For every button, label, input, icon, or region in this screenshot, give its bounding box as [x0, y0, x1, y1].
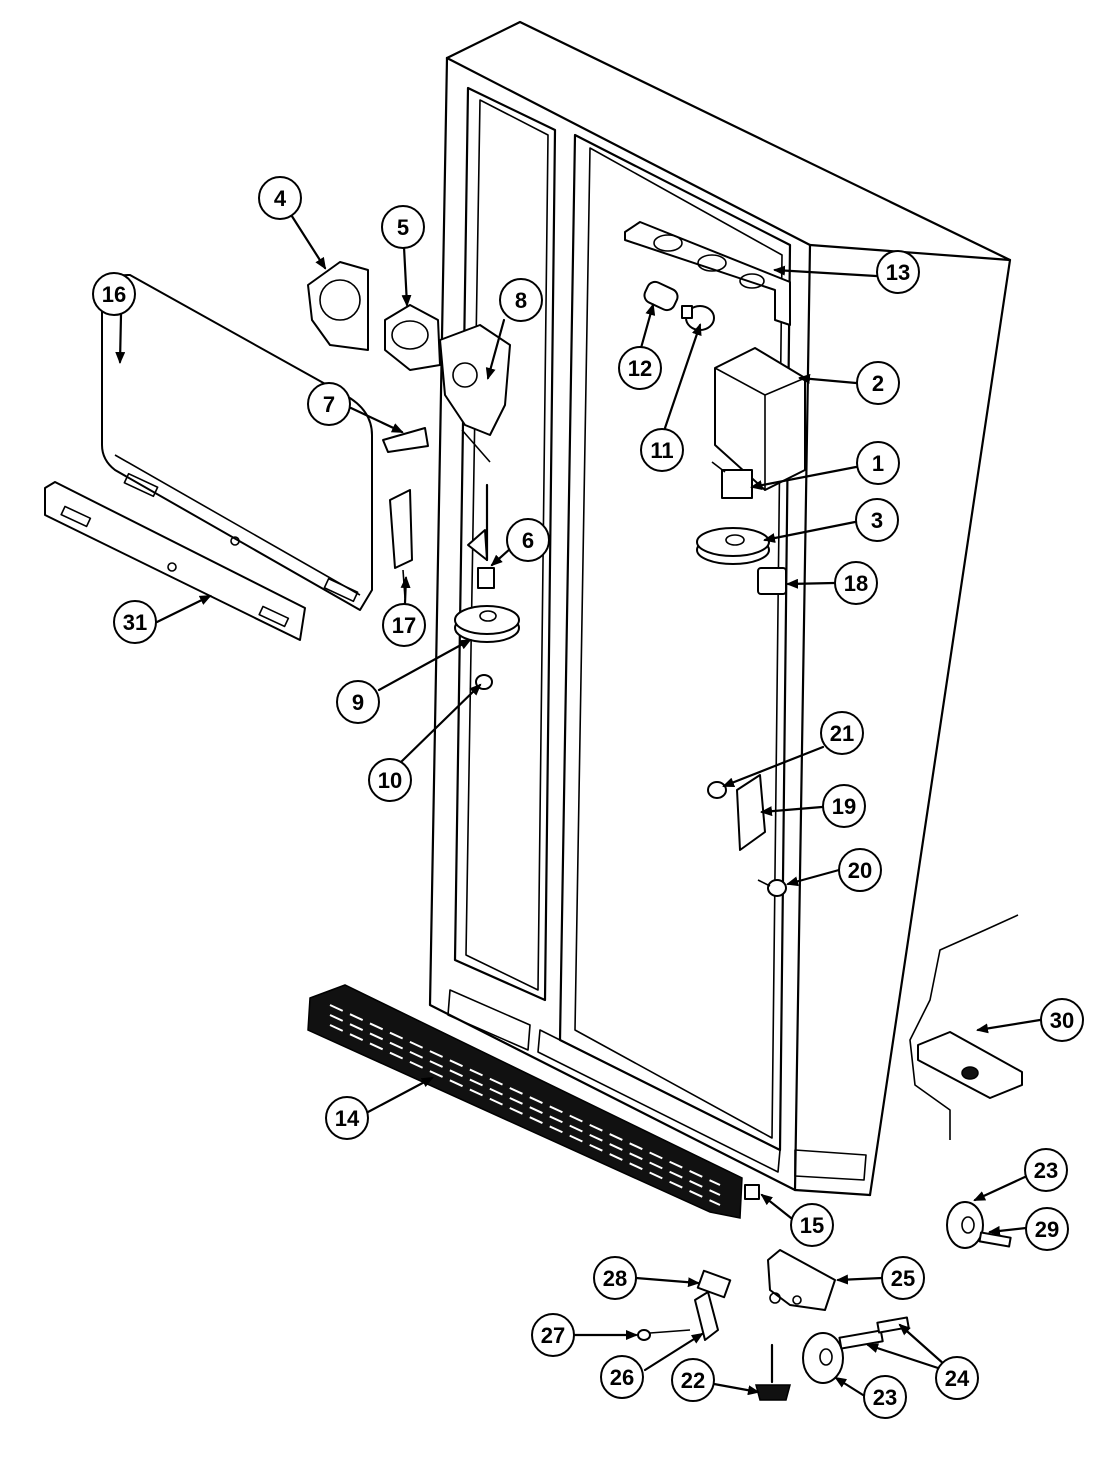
callout-24: 24	[935, 1356, 979, 1400]
callout-label: 23	[873, 1385, 897, 1410]
callout-5: 5	[381, 205, 425, 249]
callout-22: 22	[671, 1358, 715, 1402]
part-3-control-knob	[696, 527, 770, 565]
callout-label: 25	[891, 1266, 915, 1291]
part-13-light-bracket	[624, 221, 791, 326]
part-12-lamp-socket	[643, 280, 679, 312]
callout-label: 11	[650, 438, 673, 463]
callout-27: 27	[531, 1313, 575, 1357]
callout-4: 4	[258, 176, 302, 220]
callout-16: 16	[92, 272, 136, 316]
part-14-toe-grille	[307, 984, 743, 1219]
part-9-control-knob	[454, 605, 520, 643]
callout-label: 7	[323, 392, 335, 417]
callout-25: 25	[881, 1256, 925, 1300]
part-1-switch	[711, 461, 753, 499]
part-21-screw	[707, 781, 727, 799]
part-19-hinge-bracket	[736, 774, 766, 851]
callout-label: 28	[603, 1266, 627, 1291]
callout-label: 22	[681, 1368, 705, 1393]
callout-label: 18	[844, 571, 868, 596]
callout-9: 9	[336, 680, 380, 724]
leader-arrows	[115, 208, 1042, 1397]
part-15-clip	[744, 1184, 760, 1200]
callout-21: 21	[820, 711, 864, 755]
callout-1: 1	[856, 441, 900, 485]
callout-label: 10	[378, 768, 402, 793]
part-20-screw	[757, 879, 787, 897]
callout-label: 16	[102, 282, 126, 307]
callout-14: 14	[325, 1096, 369, 1140]
part-28-shim	[696, 1269, 732, 1299]
callout-label: 15	[800, 1213, 824, 1238]
part-17-bracket	[389, 489, 413, 599]
part-26-hinge-bracket	[694, 1291, 719, 1341]
callout-23a: 23	[1024, 1148, 1068, 1192]
part-27-screw	[637, 1329, 691, 1341]
callout-label: 30	[1050, 1008, 1074, 1033]
callout-28: 28	[593, 1256, 637, 1300]
callout-15: 15	[790, 1203, 834, 1247]
callout-31: 31	[113, 600, 157, 644]
callout-12: 12	[618, 346, 662, 390]
callout-bubbles: 1 2 3 4 5 6 7 8 9 10 11 12 13 14 15 16 1…	[92, 176, 1084, 1419]
part-8-damper	[439, 324, 511, 463]
refrigerator-cabinet	[428, 20, 1012, 1197]
callout-label: 8	[515, 288, 527, 313]
callout-label: 26	[610, 1365, 634, 1390]
part-11-light-bulb	[681, 305, 715, 331]
callout-label: 9	[352, 690, 364, 715]
part-2-control-cover	[714, 347, 806, 491]
callout-label: 31	[123, 610, 147, 635]
part-23-roller-upper	[946, 1201, 984, 1249]
part-22-leveling-leg	[755, 1343, 791, 1401]
callout-17: 17	[382, 603, 426, 647]
callout-label: 13	[886, 260, 910, 285]
part-30-rear-bracket	[909, 914, 1023, 1140]
callout-label: 21	[830, 721, 854, 746]
callout-label: 6	[522, 528, 534, 553]
part-6-shaft	[467, 483, 495, 589]
callout-3: 3	[855, 498, 899, 542]
callout-label: 2	[872, 371, 884, 396]
part-18-clip	[757, 567, 787, 595]
part-25-hinge	[767, 1249, 836, 1311]
callout-19: 19	[822, 784, 866, 828]
callout-label: 23	[1034, 1158, 1058, 1183]
callout-2: 2	[856, 361, 900, 405]
callout-label: 1	[872, 451, 884, 476]
callout-label: 3	[871, 508, 883, 533]
callout-label: 5	[397, 215, 409, 240]
callout-label: 17	[392, 613, 416, 638]
callout-6: 6	[506, 518, 550, 562]
part-31-trim-strip	[44, 481, 306, 641]
callout-8: 8	[499, 278, 543, 322]
callout-label: 14	[335, 1106, 360, 1131]
callout-label: 19	[832, 794, 856, 819]
part-29-axle-pin	[978, 1231, 1012, 1248]
callout-11: 11	[640, 428, 684, 472]
callout-7: 7	[307, 382, 351, 426]
callout-10: 10	[368, 758, 412, 802]
callout-13: 13	[876, 250, 920, 294]
callout-label: 27	[541, 1323, 565, 1348]
callout-label: 20	[848, 858, 872, 883]
callout-26: 26	[600, 1355, 644, 1399]
callout-20: 20	[838, 848, 882, 892]
callout-30: 30	[1040, 998, 1084, 1042]
part-5-motor	[384, 304, 441, 371]
callout-29: 29	[1025, 1207, 1069, 1251]
callout-18: 18	[834, 561, 878, 605]
callout-label: 24	[945, 1366, 970, 1391]
part-4-housing	[307, 261, 369, 351]
part-24-axle-pins	[838, 1316, 910, 1350]
part-7-clip	[382, 427, 429, 453]
callout-label: 29	[1035, 1217, 1059, 1242]
callout-label: 12	[628, 356, 652, 381]
callout-23b: 23	[863, 1375, 907, 1419]
callout-label: 4	[274, 186, 287, 211]
part-23-roller-lower	[802, 1332, 844, 1384]
